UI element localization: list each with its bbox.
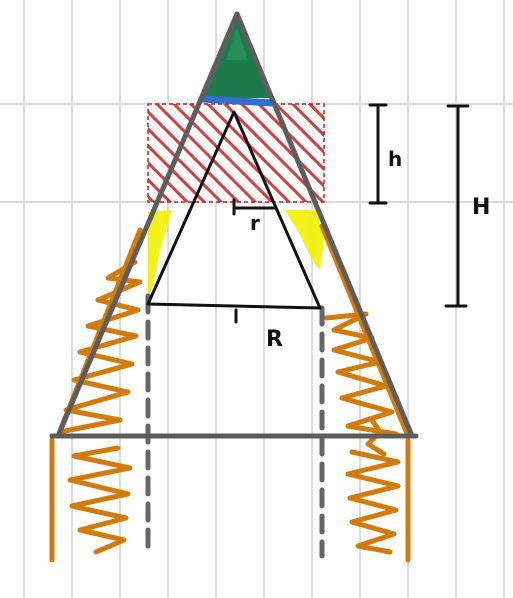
r-dimension [232,198,278,216]
h-dimension [368,103,388,205]
yellow-region [148,210,324,296]
green-tip-region [204,20,270,98]
inner-triangle [146,110,322,310]
H-dimension [444,104,470,308]
blue-cut-line [198,95,277,107]
orange-scribble-right [319,223,411,563]
outer-cone-outline [49,11,419,439]
label-R: R [266,327,283,352]
dashed-projection-lines [145,293,325,559]
label-r: r [250,211,260,235]
label-h: h [388,147,402,171]
label-H: H [472,195,490,220]
